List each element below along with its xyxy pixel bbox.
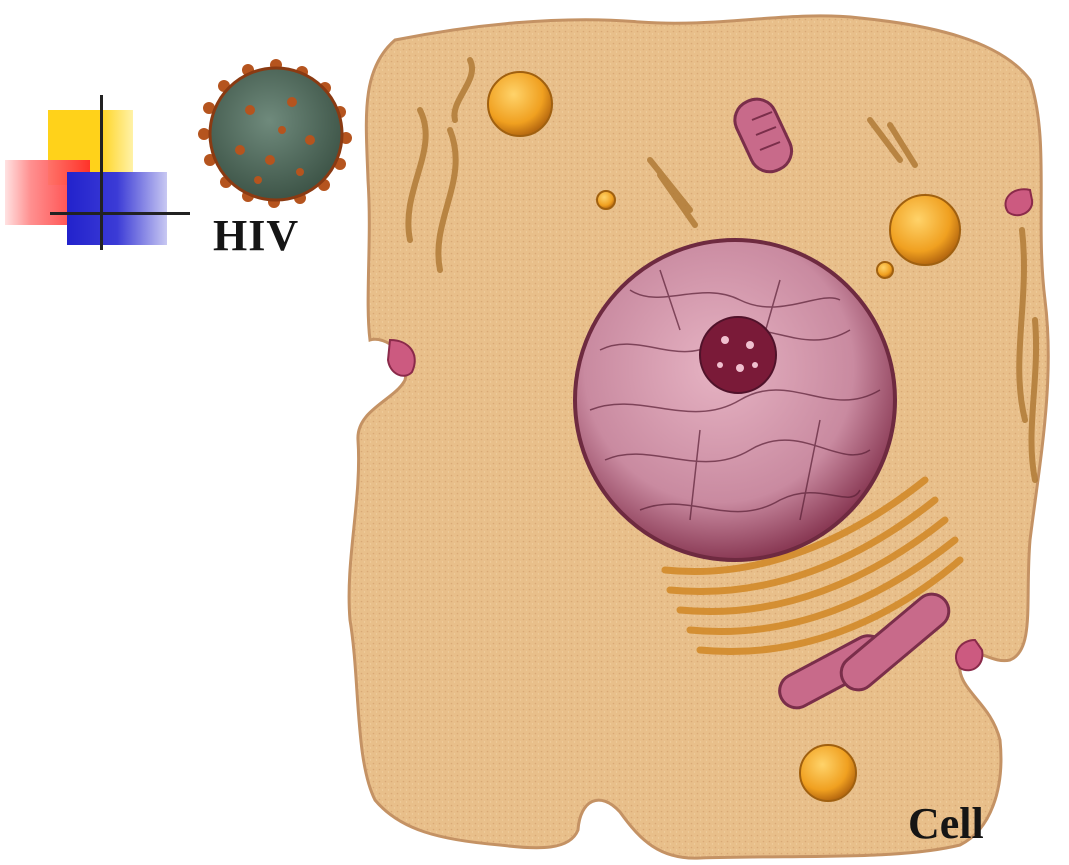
hiv-virus-icon: [198, 59, 352, 208]
cell-diagram: [349, 16, 1048, 858]
cell-label: Cell: [908, 798, 984, 849]
hiv-label: HIV: [213, 210, 299, 261]
